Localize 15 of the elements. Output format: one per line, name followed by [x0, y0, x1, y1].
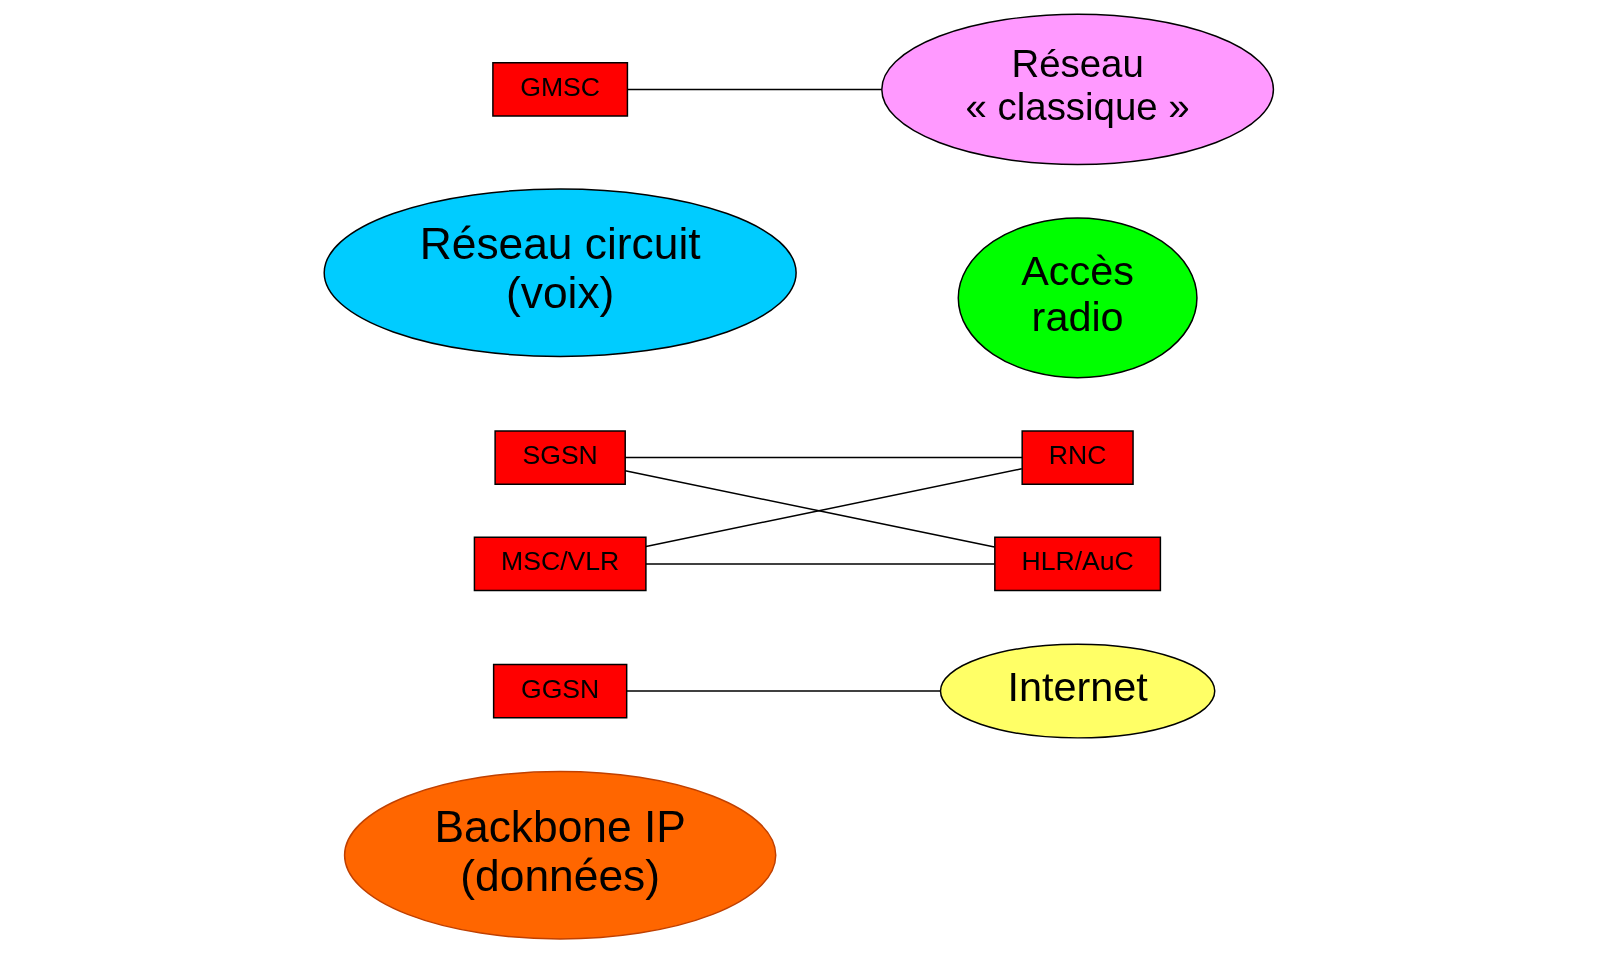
- connector: [626, 690, 941, 692]
- connector: [624, 456, 1023, 459]
- node-box: RNC: [1021, 430, 1134, 485]
- connector: [627, 88, 883, 91]
- node-box: MSC/VLR: [473, 536, 647, 592]
- node-ellipse: Backbone IP (données): [343, 770, 777, 940]
- node-box: SGSN: [494, 430, 626, 485]
- node-ellipse: Accès radio: [957, 217, 1198, 379]
- node-ellipse: Internet: [939, 643, 1216, 739]
- node-ellipse: Réseau « classique »: [881, 13, 1275, 166]
- node-ellipse: Réseau circuit (voix): [323, 188, 797, 358]
- node-box: HLR/AuC: [994, 536, 1162, 592]
- connector: [645, 563, 996, 565]
- node-box: GGSN: [492, 663, 628, 719]
- node-box: GMSC: [492, 62, 629, 117]
